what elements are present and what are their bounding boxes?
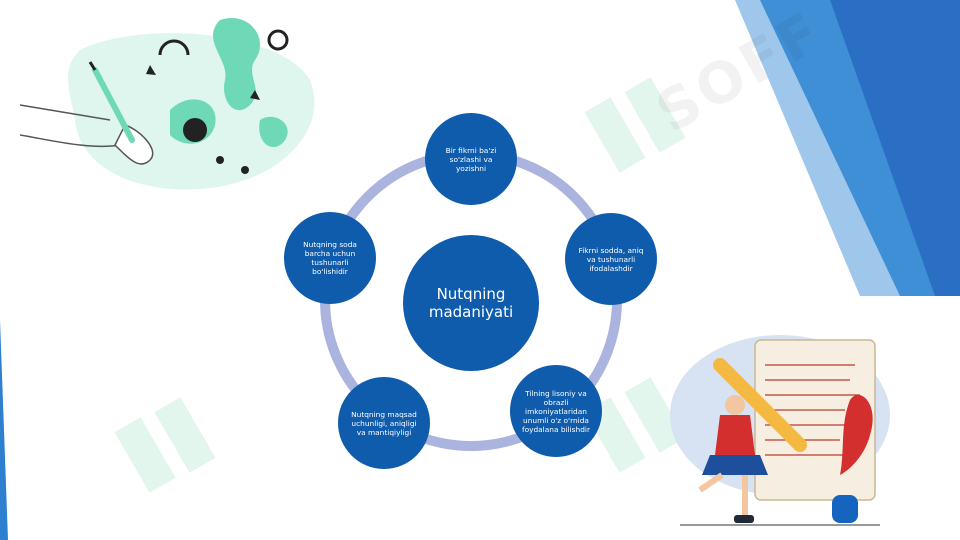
creative-hand-illustration xyxy=(20,18,315,190)
left-edge-accent xyxy=(0,320,8,540)
diagram-node-2-label: Fikrni sodda, aniq va tushunarli ifodala… xyxy=(578,245,644,273)
diagram-node-4: Nutqning maqsad uchunligi, aniqligi va m… xyxy=(338,377,430,469)
diagram-node-3: Tilning lisoniy va obrazli imkoniyatlari… xyxy=(510,365,602,457)
writer-scroll-illustration xyxy=(670,335,890,526)
diagram-center-node: Nutqning madaniyati xyxy=(403,235,539,371)
diagram-node-4-label: Nutqning maqsad uchunligi, aniqligi va m… xyxy=(351,409,417,437)
corner-shape-dark xyxy=(830,0,960,296)
diagram-node-2: Fikrni sodda, aniq va tushunarli ifodala… xyxy=(565,213,657,305)
diagram-center-label: Nutqning madaniyati xyxy=(428,285,514,321)
diagram-node-1-label: Bir fikrni ba'zi so'zlashi va yozishni xyxy=(445,145,497,173)
diagram-node-5-label: Nutqning soda barcha uchun tushunarli bo… xyxy=(303,240,357,276)
diagram-node-1: Bir fikrni ba'zi so'zlashi va yozishni xyxy=(425,113,517,205)
diagram-node-3-label: Tilning lisoniy va obrazli imkoniyatlari… xyxy=(521,388,591,434)
diagram-node-5: Nutqning soda barcha uchun tushunarli bo… xyxy=(284,212,376,304)
